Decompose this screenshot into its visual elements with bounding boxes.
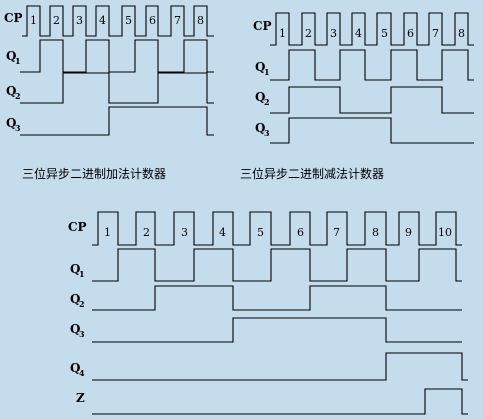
decade-pulse-number: 5 [257,226,264,239]
up-q2-label: Q2 [6,84,21,101]
down-pulse-number: 2 [305,27,312,40]
svg-text:3: 3 [79,329,85,339]
up-pulse-number: 6 [149,14,156,27]
svg-text:Q: Q [70,292,80,306]
up-q1-waveform [20,39,214,73]
decade-q4-waveform [92,352,468,381]
decade-q3-label: Q3 [70,322,85,339]
down-q1-waveform [270,49,474,81]
up-cp-label: CP [4,11,23,25]
up-q3-label: Q3 [6,116,21,133]
up-pulse-number: 7 [174,14,181,27]
up-pulse-number: 3 [76,14,83,27]
svg-text:Z: Z [76,391,85,405]
decade-q4-label: Q4 [70,361,85,378]
up-q1-label: Q1 [6,49,21,66]
down-pulse-number: 3 [330,27,337,40]
up-pulse-number: 4 [99,14,106,27]
decade-q1-waveform [92,248,462,282]
svg-text:4: 4 [79,368,85,378]
svg-text:3: 3 [264,128,270,138]
decade-q2-waveform [92,285,462,311]
svg-text:2: 2 [264,97,270,107]
svg-text:Q: Q [255,121,265,135]
svg-text:Q: Q [70,322,80,336]
svg-text:Q: Q [255,60,265,74]
up-pulse-number: 8 [197,14,204,27]
down-q3-waveform [270,117,474,144]
up-pulse-number: 2 [53,14,60,27]
svg-text:Q: Q [6,116,16,130]
down-pulse-numbers: 1 2 3 4 5 6 7 8 [279,27,465,40]
decade-pulse-number: 7 [333,226,340,239]
down-q1-label: Q1 [255,60,270,77]
down-pulse-number: 4 [355,27,362,40]
decade-counter-diagram: CP Q1 Q2 Q3 Q4 Z 1 2 3 4 5 6 7 8 9 10 [68,211,468,415]
svg-text:Q: Q [6,49,16,63]
up-cp-waveform [22,5,214,37]
down-cp-label: CP [253,19,272,33]
decade-q2-label: Q2 [70,292,85,309]
up-pulse-number: 5 [125,14,132,27]
svg-text:1: 1 [79,269,85,279]
decade-z-label: Z [76,391,85,405]
up-pulse-number: 1 [30,14,37,27]
decade-cp-label: CP [68,220,87,234]
decade-q1-label: Q1 [70,262,85,279]
down-counter-diagram: CP Q1 Q2 Q3 1 2 3 4 5 6 7 8 [253,12,474,144]
down-q2-waveform [270,86,474,114]
decade-pulse-number: 2 [143,226,150,239]
svg-text:2: 2 [15,91,21,101]
svg-text:Q: Q [255,90,265,104]
down-q2-label: Q2 [255,90,270,107]
down-pulse-number: 7 [432,27,439,40]
up-counter-diagram: CP Q1 Q2 Q3 1 2 3 4 5 6 7 8 [4,5,214,136]
decade-pulse-number: 3 [181,226,188,239]
up-q2-waveform [20,72,214,104]
down-pulse-number: 5 [381,27,388,40]
down-pulse-number: 8 [458,27,465,40]
up-counter-caption: 三位异步二进制加法计数器 [22,166,166,181]
svg-text:Q: Q [6,84,16,98]
decade-pulse-number: 10 [438,226,452,239]
decade-pulse-number: 4 [219,226,226,239]
svg-text:Q: Q [70,262,80,276]
decade-cp-waveform [92,211,462,246]
down-pulse-number: 6 [407,27,414,40]
svg-text:3: 3 [15,123,21,133]
up-q3-waveform [20,106,214,136]
down-cp-waveform [270,12,474,46]
down-counter-caption: 三位异步二进制减法计数器 [240,166,384,181]
svg-text:2: 2 [79,299,85,309]
svg-text:1: 1 [15,56,21,66]
svg-text:Q: Q [70,361,80,375]
decade-pulse-number: 8 [372,226,379,239]
decade-q3-waveform [92,317,462,343]
decade-pulse-number: 6 [297,226,304,239]
decade-pulse-number: 9 [405,226,412,239]
down-q3-label: Q3 [255,121,270,138]
down-pulse-number: 1 [279,27,286,40]
decade-z-waveform [92,388,468,415]
up-pulse-numbers: 1 2 3 4 5 6 7 8 [30,14,204,27]
decade-pulse-number: 1 [104,226,111,239]
svg-text:1: 1 [264,67,270,77]
decade-pulse-numbers: 1 2 3 4 5 6 7 8 9 10 [104,226,452,239]
